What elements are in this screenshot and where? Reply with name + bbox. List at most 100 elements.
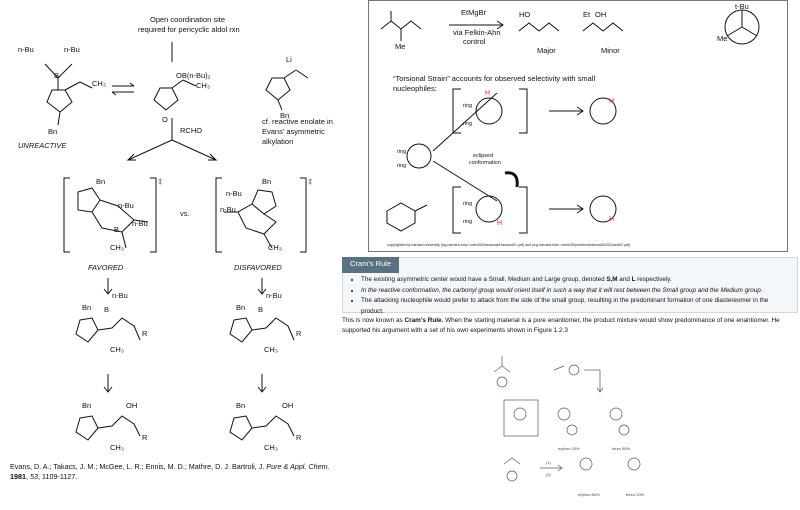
reference-authors: Evans, D. A.; Takacs, J. M.; McGee, L. R… (10, 462, 265, 471)
bn-label-4: Bn (262, 177, 271, 186)
cf-line2: Evans' asymmetric (262, 127, 325, 136)
nbu-label-3: n-Bu (118, 201, 134, 210)
bn-label-1: Bn (48, 127, 57, 136)
cf-line3: alkylation (262, 137, 293, 146)
eclipsed-line1: eclipsed (473, 153, 493, 159)
boron-label-1: B (54, 71, 59, 80)
bn-label-6: Bn (236, 303, 245, 312)
eclipsed-arrow (504, 171, 519, 188)
ch3-label-1: CH₃ (92, 79, 106, 88)
paragraph-post: When the starting material is a pure ena… (342, 317, 780, 334)
boron-label-4: B (258, 305, 263, 314)
reagent-step-2: (2) (546, 472, 552, 477)
oh-label-1: OH (126, 401, 137, 410)
cram-rule-list: The existing asymmetric center would hav… (351, 275, 791, 317)
boron-label-3: B (104, 305, 109, 314)
nbu-label-1: n-Bu (18, 45, 34, 54)
cram-rule-item-3: The attacking nucleophile would prefer t… (361, 296, 791, 317)
bn-label-3: Bn (96, 177, 105, 186)
dagger-1: ‡ (158, 177, 162, 186)
open-site-line1: Open coordination site (150, 15, 225, 24)
minor-label: Minor (601, 46, 620, 55)
threo-label-2: threo 20% (626, 492, 645, 497)
tbu-label: t-Bu (735, 2, 749, 11)
h-red-2: H (609, 98, 614, 105)
torsional-line2: nucleophiles: (393, 84, 437, 93)
bn-label-8: Bn (236, 401, 245, 410)
ch3-label-8: CH₃ (264, 443, 278, 452)
copyright-note: copyrighted by harvard university (icg.h… (387, 243, 630, 247)
ring-label-1: ring (463, 103, 472, 109)
ch3-label-7: CH₃ (110, 443, 124, 452)
evans-aldol-scheme-drawing: n-Bu n-Bu B CH₃ Bn OB(n-Bu)₂ CH₃ O Li Bn… (18, 15, 333, 452)
vs-label: vs. (180, 209, 190, 218)
dagger-2: ‡ (308, 177, 312, 186)
ring-label-2: ring (463, 121, 472, 127)
reference-pages: , 1109-1127. (38, 472, 78, 481)
r-label-2: R (296, 329, 302, 338)
via-line2: control (463, 37, 486, 46)
torsional-line1: “Torsional Strain” accounts for observed… (393, 74, 595, 83)
h-red-3: H (497, 220, 502, 227)
cf-line1: cf. reactive enolate in (262, 117, 333, 126)
reagent-label: EtMgBr (461, 8, 487, 17)
bn-label-5: Bn (82, 303, 91, 312)
eclipsed-line2: conformation (469, 160, 501, 166)
nbu-label-6: n-Bu (226, 189, 242, 198)
disfavored-label: DISFAVORED (234, 263, 282, 272)
li-label: Li (286, 55, 292, 64)
cram-rule-item-1: The existing asymmetric center would hav… (361, 275, 791, 286)
figure-1-2-3-drawing: erythro 20% threo 80% erythro 80% threo … (493, 356, 645, 497)
nbu-label-4: n-Bu (132, 219, 148, 228)
ho-label: HO (519, 10, 530, 19)
boron-label-2: B (114, 225, 119, 234)
ring-label-4: ring (397, 163, 406, 169)
ch3-label-3: CH₃ (110, 243, 124, 252)
nbu-label-8: n-Bu (266, 291, 282, 300)
unreactive-label: UNREACTIVE (18, 141, 67, 150)
r-label-3: R (142, 433, 148, 442)
ob-label: OB(n-Bu)₂ (176, 71, 211, 80)
o-label-1: O (162, 115, 168, 124)
reference-volume: 53 (30, 472, 38, 481)
h-red-4: H (609, 216, 614, 223)
nbu-label-2: n-Bu (64, 45, 80, 54)
ch3-label-2: CH₃ (196, 81, 210, 90)
h-red-1: H (485, 90, 490, 97)
r-label-1: R (142, 329, 148, 338)
erythro-label-1: erythro 20% (558, 446, 580, 451)
cram-rule-box: Cram's Rule The existing asymmetric cent… (342, 257, 798, 315)
erythro-label-2: erythro 80% (578, 492, 600, 497)
ch3-label-5: CH₃ (110, 345, 124, 354)
reference-citation: Evans, D. A.; Takacs, J. M.; McGee, L. R… (10, 462, 330, 481)
ring-label-6: ring (463, 219, 472, 225)
bn-label-7: Bn (82, 401, 91, 410)
r-label-4: R (296, 433, 302, 442)
ring-label-3: ring (397, 149, 406, 155)
ch3-label-4: CH₃ (268, 243, 282, 252)
figure-1-2-3: erythro 20% threo 80% erythro 80% threo … (484, 352, 684, 502)
oh-label-2: OH (282, 401, 293, 410)
ring-label-5: ring (463, 201, 472, 207)
major-label: Major (537, 46, 556, 55)
paragraph-pre: This is now known as (342, 317, 405, 324)
felkin-ahn-figure: H H H H EtMgBr via Felkin-Ahn control Ma… (368, 0, 788, 252)
via-line1: via Felkin-Ahn (453, 28, 501, 37)
rcho-label: RCHO (180, 126, 202, 135)
evans-aldol-scheme: n-Bu n-Bu B CH₃ Bn OB(n-Bu)₂ CH₃ O Li Bn… (0, 0, 345, 505)
cram-rule-paragraph: This is now known as Cram's Rule. When t… (342, 316, 794, 336)
cram-rule-item-2: In the reactive conformation, the carbon… (361, 286, 791, 297)
nbu-label-7: n-Bu (112, 291, 128, 300)
ch3-label-6: CH₃ (264, 345, 278, 354)
reagent-step-1: (1) (546, 460, 552, 465)
felkin-ahn-drawing: H H H H EtMgBr via Felkin-Ahn control Ma… (380, 2, 760, 247)
cram-rule-title: Cram's Rule (342, 257, 400, 273)
me-label-sm: Me (395, 42, 405, 51)
reference-year: 1981 (10, 472, 26, 481)
paragraph-bold: Cram's Rule. (404, 317, 444, 324)
reference-journal: Pure & Appl. Chem. (266, 462, 330, 471)
nbu-label-5: n-Bu (220, 205, 236, 214)
bn-label-2: Bn (280, 111, 289, 120)
favored-label: FAVORED (88, 263, 124, 272)
open-site-line2: required for pericyclic aldol rxn (138, 25, 240, 34)
